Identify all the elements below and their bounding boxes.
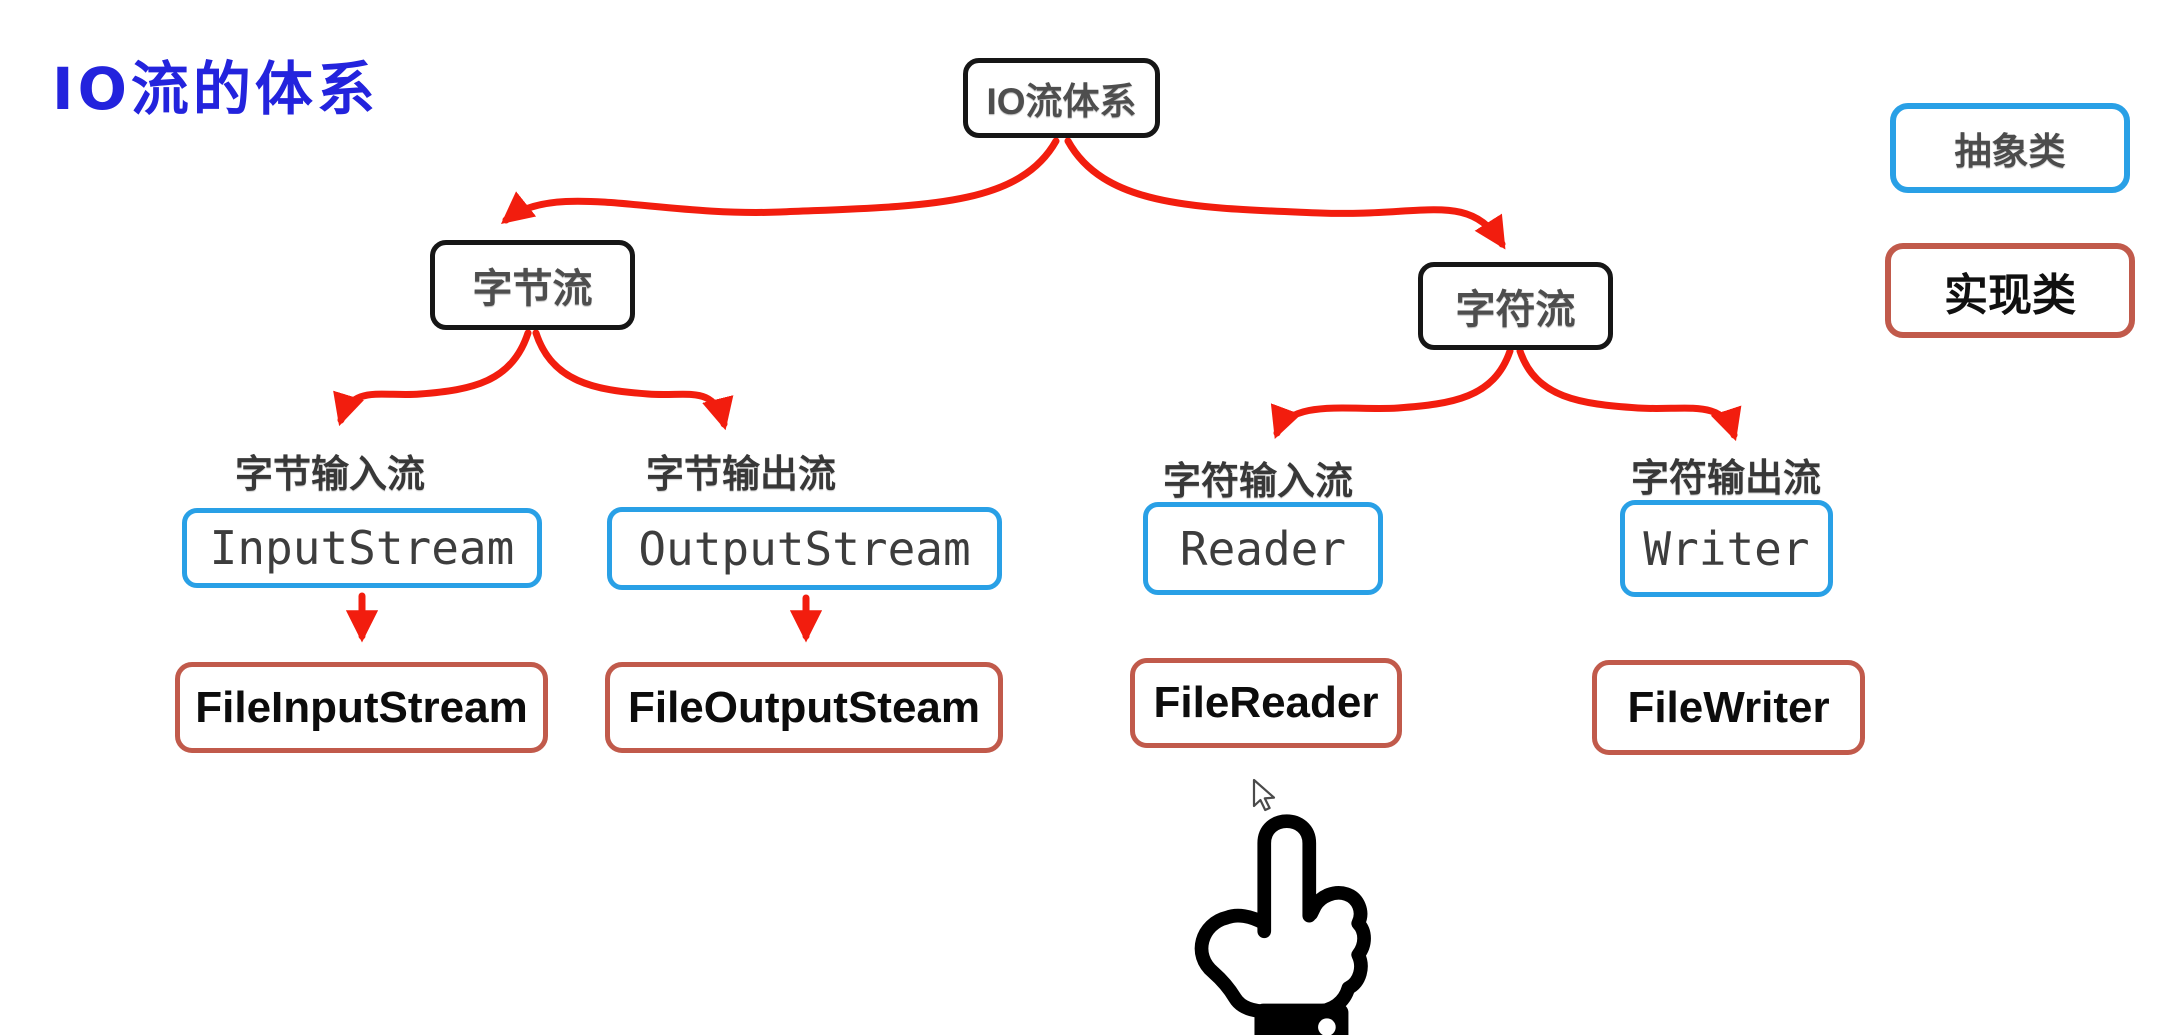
- legend-impl-class: 实现类: [1885, 243, 2135, 338]
- box-fileoutputsteam: FileOutputSteam: [605, 662, 1003, 753]
- arrow-root-to-byte-stream: [500, 137, 1060, 225]
- arrow-root-to-char-stream: [1064, 137, 1506, 250]
- arrow-byte-stream-to-input: [333, 329, 532, 427]
- arrow-char-stream-to-writer: [1516, 347, 1742, 442]
- pointing-hand-icon: [1194, 814, 1371, 1035]
- label-byte-input-stream: 字节输入流: [234, 453, 425, 496]
- node-io-stream-system: IO流体系: [963, 58, 1160, 138]
- box-writer: Writer: [1620, 500, 1833, 597]
- node-byte-stream: 字节流: [430, 240, 635, 330]
- node-char-stream: 字符流: [1418, 262, 1613, 350]
- mouse-cursor-icon: [1252, 778, 1276, 812]
- box-fileinputstream: FileInputStream: [175, 662, 548, 753]
- label-char-output-stream: 字符输出流: [1630, 457, 1821, 500]
- label-byte-output-stream: 字节输出流: [645, 453, 836, 496]
- label-char-input-stream: 字符输入流: [1162, 460, 1353, 503]
- box-inputstream: InputStream: [182, 508, 542, 588]
- arrow-byte-stream-to-output: [532, 329, 734, 431]
- page-title: IO流的体系: [52, 55, 379, 123]
- legend-abstract-class: 抽象类: [1890, 103, 2130, 193]
- box-outputstream: OutputStream: [607, 507, 1002, 590]
- box-reader: Reader: [1143, 502, 1383, 595]
- box-filewriter: FileWriter: [1592, 660, 1865, 755]
- arrow-char-stream-to-reader: [1270, 347, 1514, 440]
- box-filereader: FileReader: [1130, 658, 1402, 748]
